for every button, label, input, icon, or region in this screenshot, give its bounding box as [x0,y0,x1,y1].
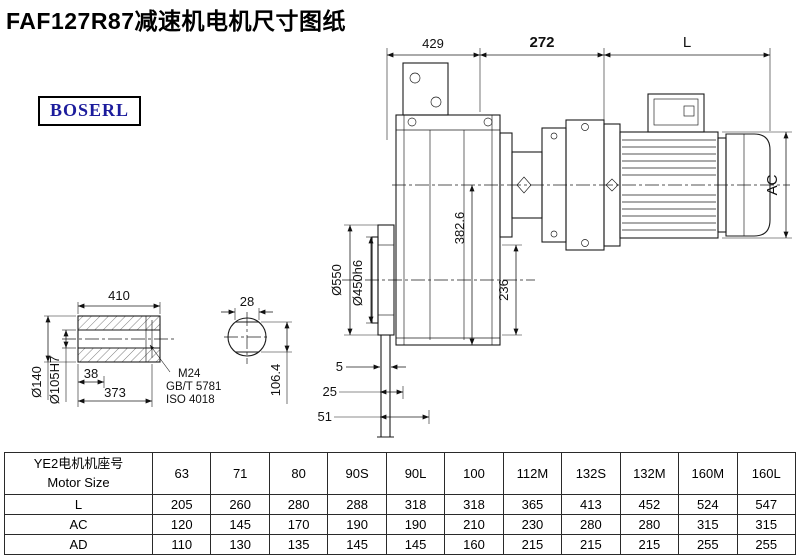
row-label-L: L [4,494,153,515]
technical-drawing: 429 272 L AC Ø550 Ø450h6 382.6 236 5 [29,34,792,438]
note-gbt5781: GB/T 5781 [166,381,221,393]
dim-28-label: 28 [240,294,254,309]
shaft-diamond-mark-2 [605,178,619,192]
shaft-detail: 410 38 373 Ø140 Ø105H7 M24 GB/T 5781 ISO… [29,288,221,407]
top-dimensions: 429 272 L [386,34,771,140]
note-iso4018: ISO 4018 [166,394,215,406]
cell-AD-2: 135 [268,534,329,555]
cell-AC-1: 145 [210,514,270,535]
cell-L-8: 452 [619,494,680,515]
cell-L-5: 318 [444,494,504,515]
bore-circle-detail: 28 106.4 [221,294,292,404]
dim-51-label: 51 [318,409,332,424]
motor-size-table: YE2电机机座号 Motor Size 63 71 80 90S 90L 100… [4,452,797,555]
size-col-160l: 160L [736,452,797,495]
dim-410-label: 410 [108,288,130,303]
dim-row-AC: AC 120 145 170 190 190 210 230 280 280 3… [4,514,797,535]
dim-row-AD: AD 110 130 135 145 145 160 215 215 215 2… [4,534,797,555]
cell-AC-0: 120 [151,514,212,535]
dim-L-label: L [683,34,691,51]
dim-382-label: 382.6 [452,212,467,245]
output-flange [371,224,395,438]
page-title: FAF127R87减速机电机尺寸图纸 [6,8,347,34]
cell-L-6: 365 [502,494,563,515]
shaft-diamond-mark [516,176,532,194]
cell-AC-5: 210 [444,514,504,535]
fan-cover [725,133,771,237]
cell-AD-8: 215 [619,534,680,555]
terminal-box [647,93,705,133]
motor-size-header: YE2电机机座号 Motor Size [4,452,153,495]
dim-105h7-label: Ø105H7 [47,356,62,404]
cell-L-0: 205 [151,494,212,515]
bottom-dimensions: 5 25 51 [318,359,430,424]
vertical-dimensions: 382.6 236 [452,185,522,345]
cell-AC-3: 190 [327,514,387,535]
size-col-90l: 90L [385,452,446,495]
cell-AD-0: 110 [151,534,212,555]
header-line-en: Motor Size [47,474,110,490]
cell-AD-5: 160 [444,534,504,555]
dim-5-label: 5 [336,359,343,374]
cell-AC-9: 315 [678,514,738,535]
size-header-row: YE2电机机座号 Motor Size 63 71 80 90S 90L 100… [4,452,797,495]
cell-L-10: 547 [736,494,797,515]
dim-550-label: Ø550 [329,264,344,296]
dim-25-label: 25 [323,384,337,399]
size-col-112m: 112M [502,452,563,495]
size-col-80: 80 [268,452,329,495]
dim-272-label: 272 [529,34,554,51]
size-col-132s: 132S [561,452,621,495]
header-line-cn: YE2电机机座号 [33,455,124,471]
cell-AD-3: 145 [327,534,387,555]
size-col-90s: 90S [327,452,387,495]
note-m24: M24 [178,368,201,380]
cell-AC-4: 190 [385,514,446,535]
cell-AD-6: 215 [502,534,563,555]
dim-236-label: 236 [496,279,511,301]
dim-106-label: 106.4 [268,364,283,397]
motor-fins [622,139,716,231]
size-col-71: 71 [210,452,270,495]
gearbox-housing [395,62,501,346]
size-col-132m: 132M [619,452,680,495]
size-col-160m: 160M [678,452,738,495]
dim-140-label: Ø140 [29,366,44,398]
cell-L-3: 288 [327,494,387,515]
cell-AC-6: 230 [502,514,563,535]
row-label-AD: AD [4,534,153,555]
dim-450h6-label: Ø450h6 [350,260,365,306]
brand-logo: BOSERL [38,96,142,126]
cell-AD-7: 215 [561,534,621,555]
dim-row-L: L 205 260 280 288 318 318 365 413 452 52… [4,494,797,515]
dim-AC-label: AC [764,174,781,195]
cell-L-1: 260 [210,494,270,515]
brand-text: BOSERL [50,100,130,120]
motor-assembly [499,93,771,251]
row-label-AC: AC [4,514,153,535]
size-col-63: 63 [151,452,212,495]
dim-429-label: 429 [422,36,444,51]
cell-AD-1: 130 [210,534,270,555]
dim-373-label: 373 [104,385,126,400]
centerlines [62,184,790,364]
cell-AC-8: 280 [619,514,680,535]
ac-dimension: AC [722,131,792,239]
cell-L-4: 318 [385,494,446,515]
cell-AD-4: 145 [385,534,446,555]
cell-AD-10: 255 [736,534,797,555]
cell-AC-2: 170 [268,514,329,535]
size-col-100: 100 [444,452,504,495]
flange-dimensions: Ø550 Ø450h6 [329,224,378,336]
dim-38-label: 38 [84,366,98,381]
cell-AC-10: 315 [736,514,797,535]
cell-L-2: 280 [268,494,329,515]
cell-AC-7: 280 [561,514,621,535]
cell-L-7: 413 [561,494,621,515]
cell-L-9: 524 [678,494,738,515]
cell-AD-9: 255 [678,534,738,555]
